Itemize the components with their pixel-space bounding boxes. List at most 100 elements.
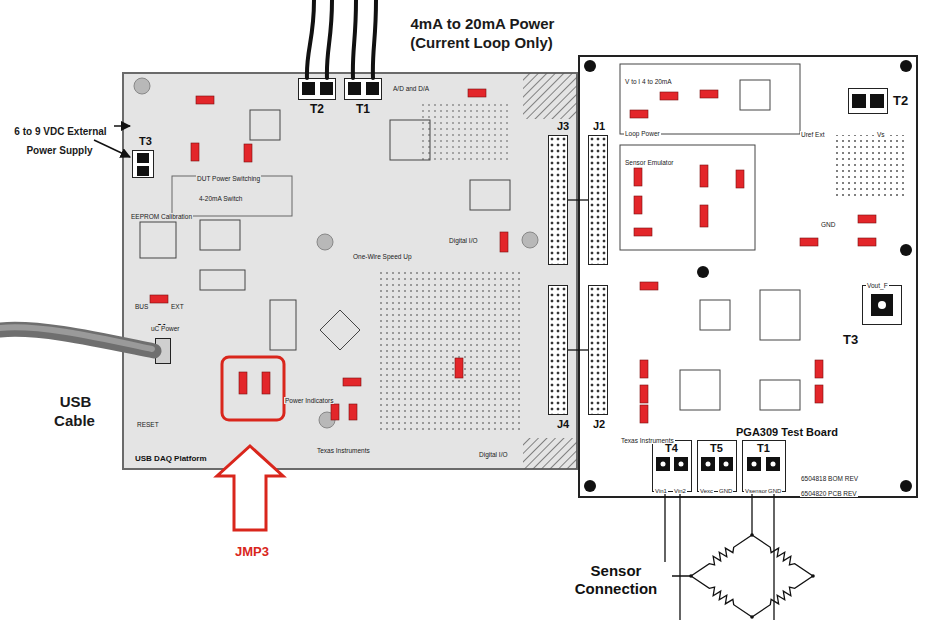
jumper [640,282,658,290]
terminal-name: T3 [842,332,859,348]
usb-cable-highlight [0,327,152,349]
silkscreen-label: Vs [876,131,886,138]
bridge-outline [690,534,814,618]
ic-outline [250,110,280,140]
jumper [343,378,361,386]
resistor-symbol [691,576,752,617]
silkscreen-label: Texas Instruments [620,437,675,444]
ribbon-link [568,199,588,200]
silkscreen-label: Vin1 [654,488,668,494]
jumper [858,238,876,246]
mounting-hole [900,60,912,72]
silkscreen-label: A/D and D/A [392,76,430,95]
test-board: PGA309 Test BoardJ1J2T2T3T4T5T1 [578,55,918,498]
jumper [700,205,708,227]
terminal-name: T2 [892,93,909,109]
ic-outline [320,310,360,350]
jumper [800,238,818,246]
ribbon-link [568,349,588,350]
jumper [736,170,744,188]
connector-name: J3 [556,120,570,133]
connector-name: J4 [556,418,570,431]
ic-outline [740,80,770,110]
silkscreen-label: Digital I/O [478,451,509,458]
silkscreen-label: V to I 4 to 20mA [624,78,673,85]
silkscreen-label: GND [767,488,782,494]
silkscreen-label: Digital I/O [478,442,509,461]
jumper [700,165,708,187]
silkscreen-label: Digital I/O [448,228,479,247]
mounting-hole [134,78,150,94]
prototype-grid [836,135,906,200]
terminal-screw [674,457,688,471]
jumper [700,90,718,98]
terminal-name: T2 [309,102,325,116]
jumper [191,143,199,161]
silkscreen-label: Uref Ext [800,131,825,138]
terminal-block: T2 [848,88,888,114]
silkscreen-label: GND [820,221,836,228]
silkscreen-label: EEPROM Calibration [130,204,193,223]
leader-arrow [114,125,130,127]
silkscreen-label: BUS [134,294,149,313]
header-connector: J4 [548,285,568,415]
loop-cable [353,0,356,78]
terminal-screw [852,94,866,108]
silkscreen-label: Loop Power [624,121,661,140]
silkscreen-label: Digital I/O [448,237,479,244]
usb-cable [0,329,154,351]
jumper [640,385,648,403]
terminal-screw [656,457,670,471]
screw-head [706,462,711,467]
ic-outline [760,380,800,410]
silkscreen-label: Vexc [699,478,714,497]
mounting-hole [317,234,333,250]
jumper [262,372,270,394]
silkscreen-label: Power Indicators [284,397,334,404]
junction-dot [750,615,754,619]
terminal-block: T2 [298,78,336,100]
terminal-screw [871,294,893,316]
terminal-block: T4 [652,440,692,492]
terminal-screw [137,166,149,176]
jumper [331,404,339,420]
terminal-name: T1 [355,102,371,116]
silkscreen-label: Vout_F [866,273,889,292]
sensor-wire [665,492,690,576]
silkscreen-label: Vin1 [654,478,668,497]
screw-head [679,462,684,467]
silkscreen-label: GND [718,478,733,497]
ic-outline [140,222,176,258]
silkscreen-label: EXT [170,303,185,310]
silkscreen-label: GND [718,488,733,494]
jumper [196,96,214,104]
silkscreen-label: Texas Instruments [316,438,371,457]
silkscreen-label: Vs [876,122,886,141]
jumper [244,144,252,162]
silkscreen-label: Vsensor [744,478,768,497]
terminal-block: T1 [344,78,382,100]
silkscreen-label: A/D and D/A [392,85,430,92]
via-field [420,100,510,160]
callout-text: USB Cable [40,392,110,430]
silkscreen-label: Vin2 [673,478,687,497]
terminal-screw [302,82,315,95]
jumper [349,404,357,420]
silkscreen-label: 4-20mA Switch [198,186,243,205]
terminal-screw [766,457,780,471]
resistor-symbol [752,576,813,617]
silkscreen-label: uC Power [150,325,181,332]
jumper [815,385,823,403]
silkscreen-label: GND [820,212,836,231]
terminal-screw [701,457,715,471]
resistor-symbol [691,535,752,576]
usb-connector: J1 [155,338,171,364]
silkscreen-label: Vexc [699,488,714,494]
ic-outline [680,370,720,410]
silkscreen-label: 6504818 BOM REV [800,475,859,482]
mounting-hole [900,244,912,256]
callout-text: 4mA to 20mA Power (Current Loop Only) [392,14,572,52]
jumper [815,360,823,378]
hatched-area [523,438,577,469]
